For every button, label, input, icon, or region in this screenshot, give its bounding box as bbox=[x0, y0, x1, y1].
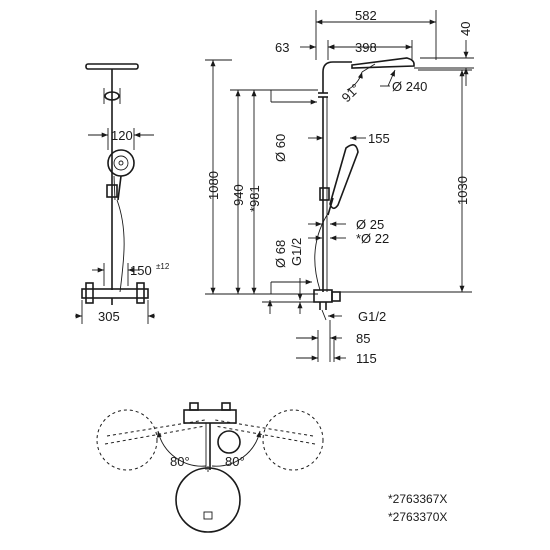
shower-arm-side bbox=[322, 61, 352, 93]
side-view: 582 40 63 398 91° Ø 240 1080 940 bbox=[205, 8, 474, 366]
overhead-shower-side bbox=[351, 57, 415, 69]
dim-150: 150 bbox=[130, 263, 152, 278]
front-view: 120 150 ±12 305 bbox=[75, 63, 170, 324]
hose-side bbox=[314, 214, 328, 291]
hose-front bbox=[116, 199, 125, 293]
overhead-shower-front bbox=[85, 63, 139, 70]
thread-g12-vertical: G1/2 bbox=[289, 238, 304, 266]
slider-front bbox=[106, 184, 118, 198]
hand-shower-side bbox=[329, 144, 359, 210]
dim-940: 940 bbox=[231, 184, 246, 206]
dim-91-deg: 91° bbox=[339, 81, 364, 106]
hand-shower-top bbox=[217, 430, 241, 454]
dim-305: 305 bbox=[98, 309, 120, 324]
overhead-shower-top bbox=[175, 467, 241, 533]
top-view: 80° 80° bbox=[96, 402, 324, 533]
dim-diameter-25: Ø 25 bbox=[356, 217, 384, 232]
article-code-1: *2763367X bbox=[388, 492, 447, 506]
dim-115: 115 bbox=[356, 351, 377, 366]
dim-1030: 1030 bbox=[455, 176, 470, 205]
dim-155: 155 bbox=[368, 131, 390, 146]
thread-g12-horizontal: G1/2 bbox=[358, 309, 386, 324]
dim-150-tolerance: ±12 bbox=[156, 262, 170, 271]
dim-diameter-22: *Ø 22 bbox=[356, 231, 389, 246]
dim-120: 120 bbox=[111, 128, 133, 143]
dim-1080: 1080 bbox=[206, 171, 221, 200]
dim-582: 582 bbox=[355, 8, 377, 23]
dim-981: *981 bbox=[247, 185, 262, 212]
thermostat-top bbox=[183, 409, 237, 424]
swing-position-right bbox=[262, 409, 324, 471]
dim-63: 63 bbox=[275, 40, 289, 55]
dim-diameter-68: Ø 68 bbox=[273, 240, 288, 268]
dim-85: 85 bbox=[356, 331, 370, 346]
article-code-2: *2763370X bbox=[388, 510, 447, 524]
swing-position-left bbox=[96, 409, 158, 471]
dim-diameter-60: Ø 60 bbox=[273, 134, 288, 162]
wall-bracket-upper bbox=[104, 91, 120, 101]
angle-left-80: 80° bbox=[170, 454, 190, 469]
dim-diameter-240: Ø 240 bbox=[392, 79, 427, 94]
thermostat-front bbox=[81, 288, 149, 299]
dim-40: 40 bbox=[458, 22, 473, 36]
angle-right-80: 80° bbox=[225, 454, 245, 469]
dim-398: 398 bbox=[355, 40, 377, 55]
